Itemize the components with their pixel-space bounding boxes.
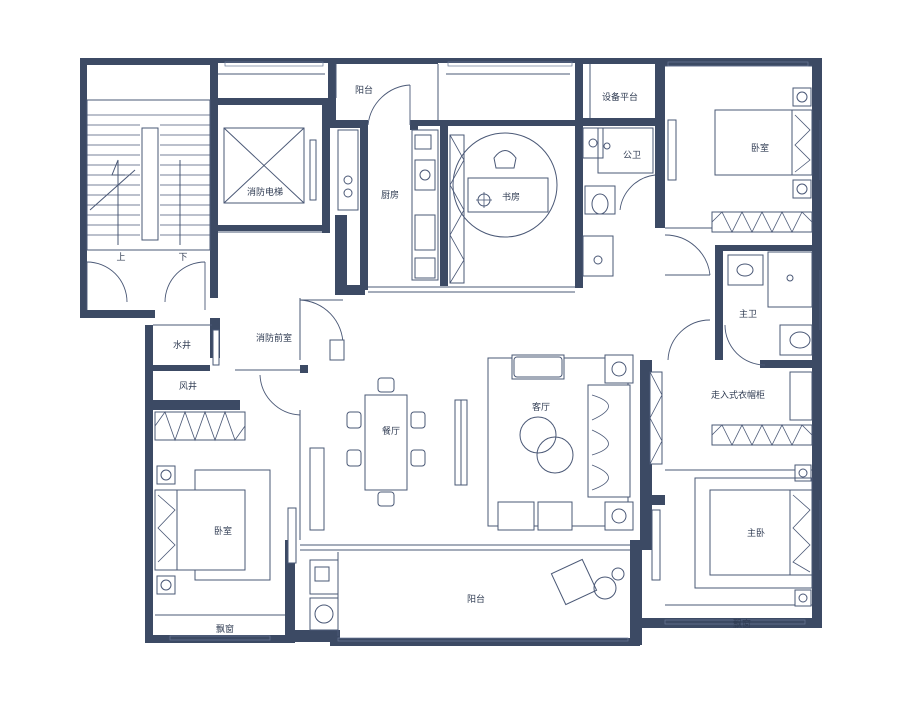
study-furniture — [449, 132, 558, 284]
label-master-bedroom: 主卧 — [747, 527, 765, 539]
label-air-shaft: 风井 — [179, 380, 197, 392]
elevator — [223, 127, 317, 204]
master-bath-fixtures — [724, 251, 813, 366]
living-furniture — [454, 354, 634, 531]
label-equipment-platform: 设备平台 — [602, 91, 638, 103]
label-bay-window-right: 飘窗 — [733, 618, 751, 630]
label-fire-elevator: 消防电梯 — [247, 186, 283, 198]
label-water-shaft: 水井 — [173, 339, 191, 351]
label-dining-room: 餐厅 — [382, 425, 400, 437]
master-bedroom-furniture — [651, 464, 813, 607]
label-balcony-south: 阳台 — [467, 593, 485, 605]
label-fire-vestibule: 消防前室 — [256, 332, 292, 344]
label-balcony-top: 阳台 — [355, 84, 373, 96]
label-master-bath: 主卫 — [739, 308, 757, 320]
label-bay-window-left: 飘窗 — [216, 623, 234, 635]
label-stairs-up: 上 — [116, 252, 125, 263]
label-stairs-down: 下 — [178, 253, 187, 263]
interior-lines — [153, 64, 821, 636]
walls — [80, 58, 822, 646]
kitchen-fixtures — [337, 84, 439, 281]
stair-doors — [86, 261, 206, 310]
bedroom-sw-furniture — [154, 374, 301, 595]
balcony-furniture — [309, 558, 625, 631]
label-bedroom-ne: 卧室 — [751, 142, 769, 154]
closet-furniture — [649, 319, 813, 465]
room-labels: 阳台 设备平台 卧室 消防电梯 公卫 厨房 书房 上 下 主卫 消防前室 水井 … — [116, 84, 769, 635]
label-bedroom-sw: 卧室 — [214, 525, 232, 537]
label-study: 书房 — [502, 191, 520, 203]
vestibule-doors — [212, 299, 345, 366]
public-bath-fixtures — [582, 127, 656, 277]
windows — [169, 61, 809, 642]
label-walk-in-closet: 走入式衣帽柜 — [711, 389, 765, 401]
label-kitchen: 厨房 — [381, 189, 399, 201]
label-living-room: 客厅 — [532, 401, 550, 413]
staircase — [86, 99, 211, 251]
bedroom-ne-furniture — [664, 87, 813, 276]
label-public-bath: 公卫 — [623, 150, 641, 161]
dining-furniture — [309, 377, 426, 531]
